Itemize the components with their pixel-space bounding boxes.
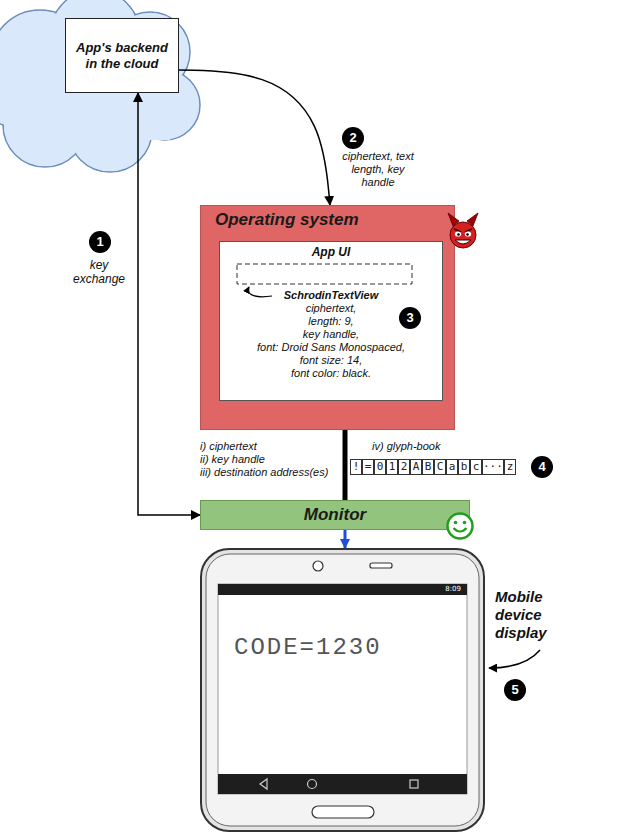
- dashed-box: [237, 264, 412, 284]
- glyph-cell: c: [470, 459, 482, 475]
- drawing-part: [0, 0, 199, 171]
- phone-illustration: [200, 548, 485, 832]
- cloud-shape: [0, 0, 200, 172]
- drawing-part: [308, 780, 317, 789]
- drawing-part: [448, 514, 473, 539]
- leader-arrow: [489, 650, 540, 668]
- drawing-part: [457, 233, 460, 236]
- input-item: ii) key handle: [200, 453, 265, 466]
- drawing-part: [0, 0, 200, 172]
- node-text: font color: black.: [220, 367, 442, 380]
- drawing-part: [370, 563, 392, 568]
- os-monitor-channel: [343, 430, 348, 500]
- drawing-part: [218, 584, 467, 595]
- drawing-part: [260, 779, 267, 789]
- drawing-part: [201, 549, 484, 831]
- node-heading: App UI: [220, 245, 442, 259]
- glyph-cell: b: [458, 459, 470, 475]
- edge-label: key exchange: [66, 258, 132, 286]
- node-heading: 8:09: [200, 585, 461, 594]
- node-text: font: Droid Sans Monospaced,: [220, 341, 442, 354]
- input-item: iv) glyph-book: [372, 440, 440, 453]
- drawing-part: [455, 231, 461, 236]
- drawing-part: [463, 521, 467, 525]
- monitor-display-link: [344, 530, 347, 548]
- drawing-part: [450, 222, 476, 248]
- glyph-cell: =: [362, 459, 374, 475]
- node-text: key handle,: [220, 328, 442, 341]
- drawing-part: [454, 229, 472, 232]
- node-heading: App's backend in the cloud: [70, 40, 174, 72]
- node-text: font size: 14,: [220, 354, 442, 367]
- callout-number: 5: [504, 679, 526, 701]
- glyph-cell: 1: [386, 459, 398, 475]
- glyph-cell: z: [504, 459, 516, 475]
- glyph-cell: 0: [374, 459, 386, 475]
- backend-box: App's backend in the cloud: [65, 18, 179, 93]
- drawing-part: [206, 554, 479, 826]
- node-text: CODE=1230: [234, 634, 485, 662]
- glyph-cell: a: [446, 459, 458, 475]
- drawing-part: [454, 528, 467, 532]
- node-heading: Monitor: [304, 505, 366, 525]
- drawing-part: [455, 240, 471, 244]
- monitor-box: Monitor: [200, 500, 470, 530]
- glyph-cell: 2: [398, 459, 410, 475]
- smiley-icon: [444, 510, 476, 542]
- ciphertext-arrow: [179, 70, 330, 205]
- input-item: iii) destination address(es): [200, 466, 328, 479]
- callout-number: 4: [531, 456, 553, 478]
- glyph-cell: !: [350, 459, 362, 475]
- glyph-cell: A: [410, 459, 422, 475]
- glyph-cell: C: [434, 459, 446, 475]
- callout-number: 1: [89, 231, 111, 253]
- glyph-cell: B: [422, 459, 434, 475]
- drawing-part: [218, 774, 467, 794]
- drawing-part: [454, 521, 458, 525]
- node-text: SchrodinTextView: [220, 289, 442, 302]
- drawing-part: [465, 231, 471, 236]
- phone-device: 8:09CODE=1230: [200, 548, 485, 832]
- callout-number: 3: [399, 307, 421, 329]
- drawing-part: [312, 806, 374, 818]
- key-exchange-line: [138, 93, 200, 515]
- edge-label: ciphertext, text length, key handle: [338, 150, 418, 189]
- callout-number: 2: [342, 127, 364, 149]
- drawing-part: [466, 233, 469, 236]
- glyph-cell: ····: [482, 459, 504, 475]
- drawing-part: [313, 561, 323, 571]
- devil-icon: [444, 212, 482, 252]
- pointer-arrow: [248, 287, 272, 297]
- drawing-part: [410, 780, 418, 788]
- device-caption: Mobile device display: [495, 588, 573, 642]
- node-heading: Operating system: [215, 210, 359, 230]
- input-item: i) ciphertext: [200, 440, 257, 453]
- drawing-part: [218, 584, 467, 794]
